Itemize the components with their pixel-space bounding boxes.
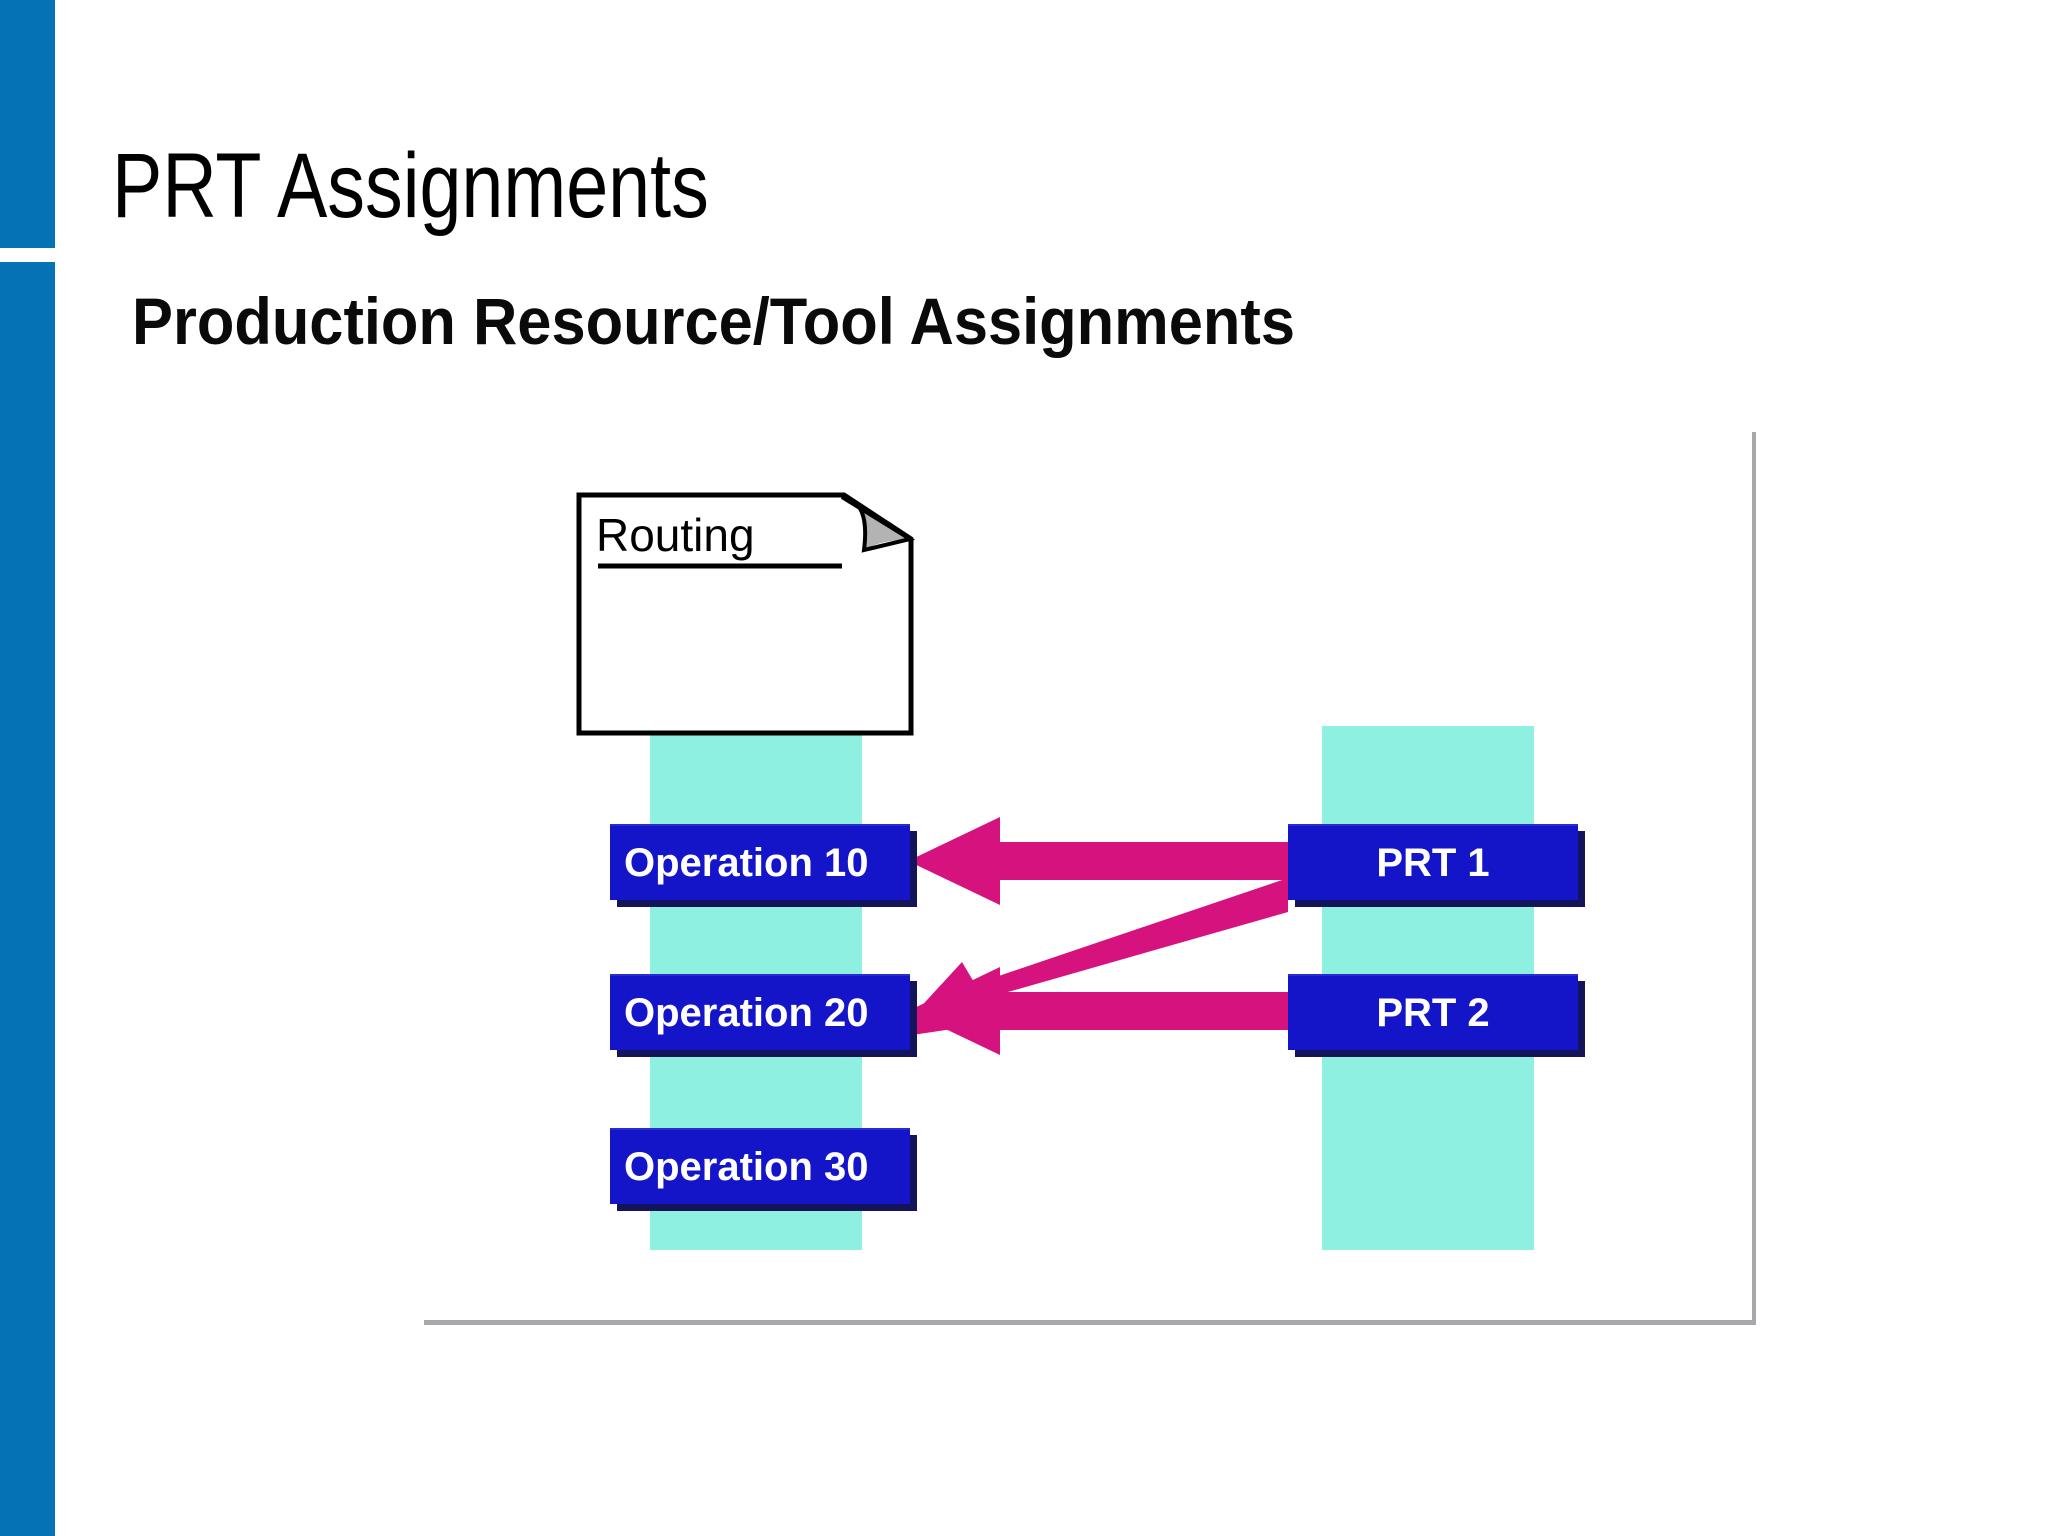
- routing-document-label: Routing: [596, 509, 755, 561]
- sidebar-accent-bar-top: [0, 0, 55, 248]
- arrow-prt1-to-op10: [908, 817, 1288, 905]
- routing-document-icon: [576, 492, 944, 736]
- diagram-frame-right-rule: [1752, 432, 1756, 1324]
- operation-box-30-label: Operation 30: [624, 1144, 869, 1189]
- page-subtitle: Production Resource/Tool Assignments: [132, 284, 1295, 358]
- operation-box-20[interactable]: Operation 20: [610, 974, 910, 1050]
- sidebar-accent-bar-main: [0, 262, 55, 1536]
- prt-box-2[interactable]: PRT 2: [1288, 974, 1578, 1050]
- operation-box-20-label: Operation 20: [624, 990, 869, 1035]
- page-title: PRT Assignments: [112, 135, 709, 237]
- operation-box-10-label: Operation 10: [624, 840, 869, 885]
- diagram-frame-bottom-rule: [424, 1320, 1756, 1325]
- prt-box-1[interactable]: PRT 1: [1288, 824, 1578, 900]
- operation-box-10[interactable]: Operation 10: [610, 824, 910, 900]
- operation-box-30[interactable]: Operation 30: [610, 1128, 910, 1204]
- prt-box-1-label: PRT 1: [1376, 840, 1490, 885]
- prt-box-2-label: PRT 2: [1376, 990, 1490, 1035]
- arrow-prt1-to-op20: [892, 878, 1288, 1038]
- arrow-prt2-to-op20: [908, 967, 1288, 1055]
